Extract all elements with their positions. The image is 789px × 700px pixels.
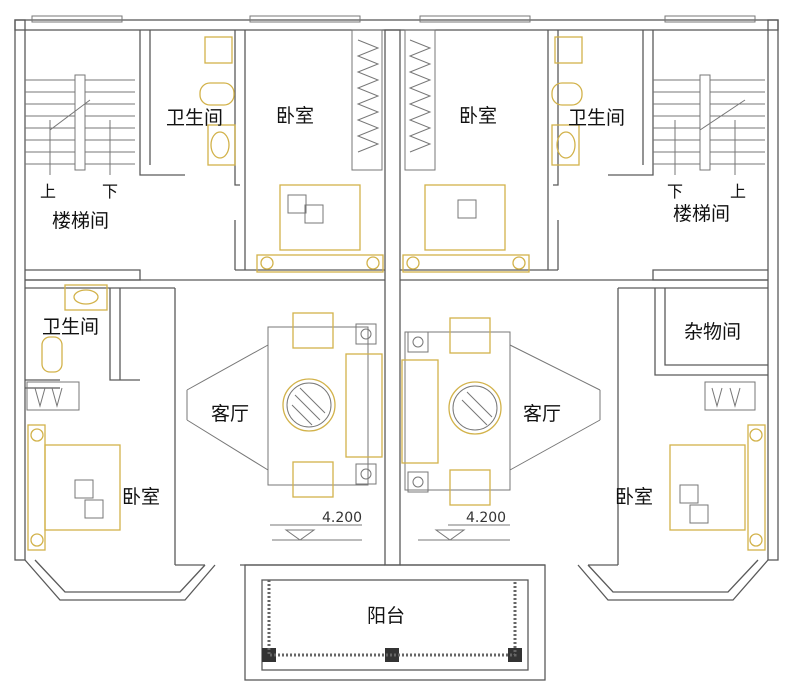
bath-mid-left-label: 卫生间 [42,316,99,338]
furniture [26,29,766,551]
storage-label: 杂物间 [684,321,741,343]
balcony-label: 阳台 [367,605,405,627]
bedroom-bottom-right-label: 卧室 [615,486,653,508]
bedroom-bottom-left-label: 卧室 [122,486,160,508]
stair-left-up-label: 上 [40,182,56,201]
stair-right [653,74,765,175]
elevation-right: 4.200 [466,510,506,526]
stair-left [25,74,135,175]
stair-right-up-label: 上 [730,182,746,201]
living-right-label: 客厅 [523,403,561,425]
bedroom-top-right-label: 卧室 [459,105,497,127]
bath-top-left-label: 卫生间 [166,107,223,129]
stair-right-label: 楼梯间 [673,203,730,225]
stair-right-down-label: 下 [667,182,683,201]
walls [14,15,779,681]
living-left-label: 客厅 [211,403,249,425]
stair-left-label: 楼梯间 [52,210,109,232]
bedroom-top-left-label: 卧室 [276,105,314,127]
elevation-left: 4.200 [322,510,362,526]
room-labels: 卫生间 卧室 卧室 卫生间 上 下 楼梯间 下 上 楼梯间 卫生间 杂物间 客厅… [40,105,746,627]
stair-left-down-label: 下 [102,182,118,201]
bath-top-right-label: 卫生间 [568,107,625,129]
